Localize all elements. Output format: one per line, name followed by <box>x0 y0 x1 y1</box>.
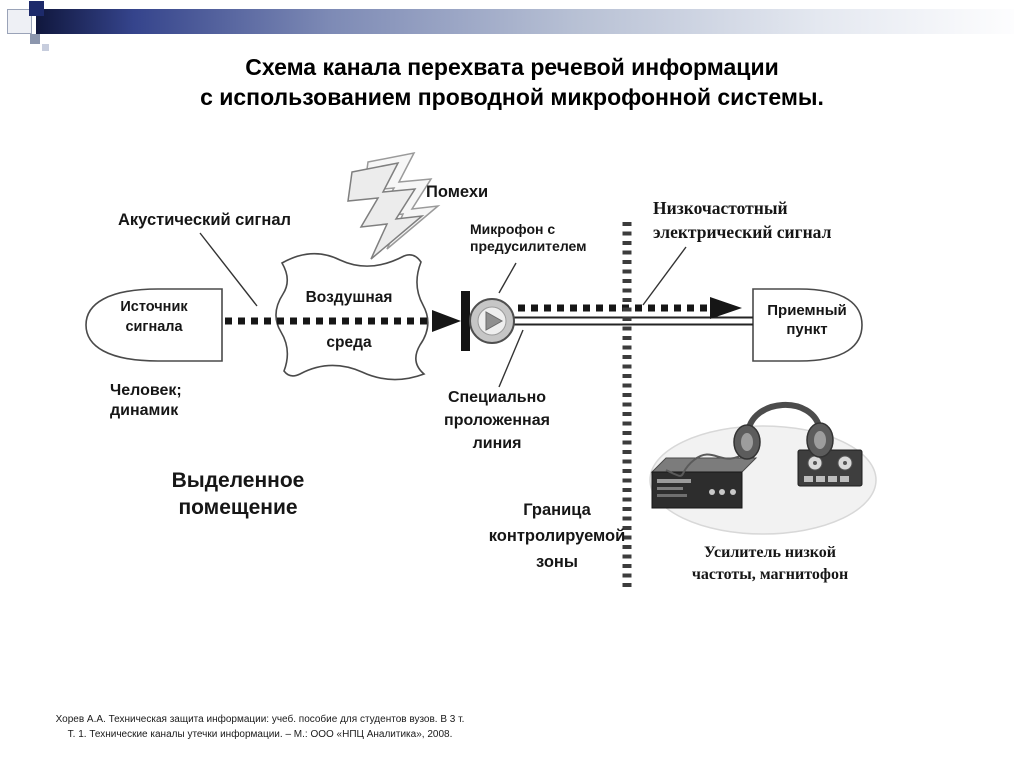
equipment-illustration <box>649 402 877 535</box>
arrowhead-to-microphone <box>432 310 461 332</box>
source-shape <box>85 288 223 362</box>
decor-square-navy <box>29 1 44 16</box>
citation-footer: Хорев А.А. Техническая защита информации… <box>55 714 465 740</box>
boundary-label: Граница контролируемой зоны <box>488 501 626 571</box>
header-gradient-bar <box>36 9 1014 34</box>
receiver-label: Приемный пункт <box>767 302 847 338</box>
connector-laidline-label <box>498 329 524 388</box>
laid-line-cable <box>512 316 753 326</box>
decor-square-large <box>7 9 32 34</box>
connector-acoustic-label <box>199 232 258 307</box>
air-medium-label: Воздушная среда <box>305 289 393 351</box>
tape-recorder-icon <box>797 449 863 487</box>
microphone-label: Микрофон с предусилителем <box>470 221 587 254</box>
room-label: Выделенное помещение <box>171 469 305 519</box>
decor-square-small <box>42 44 49 51</box>
slide-title: Схема канала перехвата речевой информаци… <box>200 54 824 110</box>
interference-bolt-icon <box>347 151 441 260</box>
equipment-label: Усилитель низкой частоты, магнитофон <box>691 544 849 583</box>
interference-label: Помехи <box>426 183 489 201</box>
headphone-cable <box>665 451 747 477</box>
connector-lowfreq-label <box>642 246 687 306</box>
low-freq-signal-label: Низкочастотный электрический сигнал <box>653 198 832 242</box>
source-label: Источник сигнала <box>120 299 188 335</box>
connector-microphone-label <box>498 262 517 294</box>
receiver-shape <box>752 288 863 362</box>
amplifier-icon <box>650 457 758 509</box>
headphones-icon <box>733 402 834 460</box>
decor-square-medium <box>30 34 40 44</box>
person-label: Человек; динамик <box>110 382 182 419</box>
air-medium-shape <box>275 252 429 381</box>
laid-line-label: Специально проложенная линия <box>444 389 550 452</box>
microphone-symbol <box>461 291 515 351</box>
acoustic-signal-label: Акустический сигнал <box>118 211 292 229</box>
arrowhead-to-receiver <box>710 297 742 319</box>
